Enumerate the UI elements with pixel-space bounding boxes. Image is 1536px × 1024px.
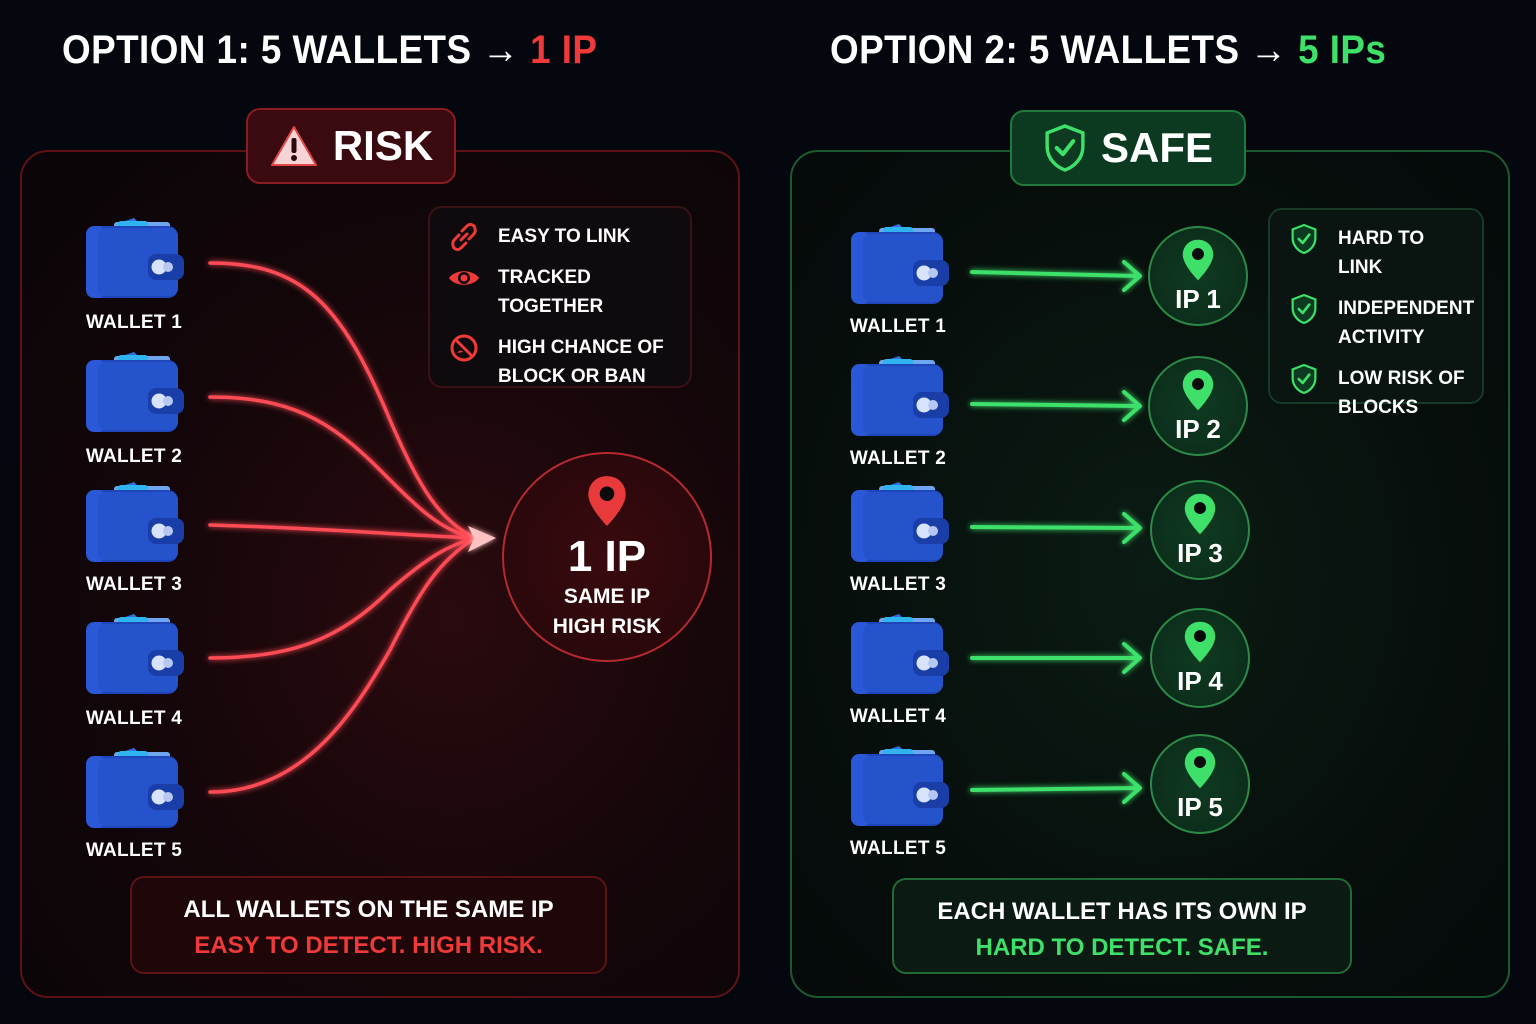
ip-label: IP 4	[1177, 665, 1223, 696]
wallet-2	[849, 354, 949, 443]
wallet-icon	[86, 748, 184, 828]
location-pin-icon	[588, 476, 626, 526]
wallet-3	[849, 480, 949, 569]
broken-link-icon	[446, 222, 482, 251]
safe-summary: EACH WALLET HAS ITS OWN IP HARD TO DETEC…	[892, 878, 1352, 974]
wallet-5	[849, 744, 949, 833]
wallet-label: WALLET 3	[85, 574, 183, 595]
warning-triangle-icon	[270, 126, 317, 166]
wallet-icon	[86, 352, 184, 432]
wallet-label: WALLET 2	[849, 448, 947, 469]
wallet-icon	[851, 746, 949, 826]
location-pin-icon	[1184, 747, 1216, 788]
wallet-2	[84, 350, 184, 439]
wallet-label: WALLET 3	[849, 574, 947, 595]
ip-node-5: IP 5	[1150, 734, 1250, 834]
wallet-5	[84, 746, 184, 835]
wallet-4	[84, 612, 184, 701]
info-item: EASY TO LINK	[446, 222, 674, 251]
info-text: INDEPENDENT ACTIVITY	[1338, 298, 1475, 348]
location-pin-icon	[1182, 239, 1214, 280]
convergence-arrows	[208, 261, 496, 794]
wallet-1	[84, 216, 184, 305]
risk-badge: RISK	[246, 108, 456, 184]
wallet-label: WALLET 1	[85, 312, 183, 333]
safe-info-box: HARD TO LINK INDEPENDENT ACTIVITY LOW RI…	[1268, 208, 1484, 418]
shared-ip-line2: HIGH RISK	[552, 615, 662, 638]
wallet-icon	[86, 614, 184, 694]
info-text: EASY TO LINK	[498, 226, 631, 247]
wallet-icon	[851, 614, 949, 694]
ip-node-1: IP 1	[1148, 226, 1248, 326]
wallet-icon	[851, 224, 949, 304]
option2-title: OPTION 2: 5 WALLETS → 5 IPs	[830, 28, 1386, 73]
option1-title-highlight: 1 IP	[530, 28, 598, 72]
wallet-icon	[86, 218, 184, 298]
shared-ip-value: 1 IP	[567, 532, 647, 581]
wallet-4	[849, 612, 949, 701]
location-pin-icon	[1184, 621, 1216, 662]
safe-summary-line2: HARD TO DETECT. SAFE.	[975, 934, 1269, 961]
location-pin-icon	[1182, 369, 1214, 410]
wallet-label: WALLET 4	[849, 706, 947, 727]
wallet-label: WALLET 2	[85, 446, 183, 467]
arrow-head-icon	[468, 526, 496, 552]
wallet-icon	[851, 356, 949, 436]
info-item: TRACKED TOGETHER	[446, 263, 674, 321]
eye-icon	[446, 263, 482, 292]
ip-node-4: IP 4	[1150, 608, 1250, 708]
wallet-label: WALLET 1	[849, 316, 947, 337]
shield-check-icon	[1286, 293, 1322, 324]
ip-label: IP 2	[1175, 413, 1221, 444]
shield-check-icon	[1286, 223, 1322, 254]
safe-badge-label: SAFE	[1100, 124, 1213, 171]
info-item: HIGH CHANCE OF BLOCK OR BAN	[446, 333, 674, 391]
ip-node-3: IP 3	[1150, 480, 1250, 580]
wallet-label: WALLET 5	[85, 840, 183, 861]
wallet-label: WALLET 5	[849, 838, 947, 859]
wallet-1	[849, 222, 949, 311]
shield-check-icon	[1286, 363, 1322, 394]
wallet-icon	[851, 482, 949, 562]
safe-badge: SAFE	[1010, 110, 1246, 186]
info-item: INDEPENDENT ACTIVITY	[1286, 293, 1474, 352]
risk-info-box: EASY TO LINK TRACKED TOGETHER HIGH CHANC…	[428, 206, 692, 388]
wallet-3	[84, 480, 184, 569]
shared-ip-node: 1 IP SAME IP HIGH RISK	[502, 452, 712, 662]
risk-badge-label: RISK	[332, 122, 434, 169]
risk-summary-line2: EASY TO DETECT. HIGH RISK.	[194, 932, 543, 959]
info-text: HARD TO LINK	[1338, 228, 1425, 278]
wallet-label: WALLET 4	[85, 708, 183, 729]
ip-node-2: IP 2	[1148, 356, 1248, 456]
info-text: HIGH CHANCE OF BLOCK OR BAN	[498, 337, 664, 387]
ip-label: IP 5	[1177, 791, 1223, 822]
shared-ip-line1: SAME IP	[563, 585, 651, 608]
option1-title: OPTION 1: 5 WALLETS → 1 IP	[62, 28, 597, 73]
option2-title-highlight: 5 IPs	[1298, 28, 1387, 72]
risk-summary: ALL WALLETS ON THE SAME IP EASY TO DETEC…	[130, 876, 607, 974]
info-text: TRACKED TOGETHER	[498, 267, 604, 317]
info-item: HARD TO LINK	[1286, 223, 1466, 282]
info-item: LOW RISK OF BLOCKS	[1286, 363, 1466, 422]
ip-label: IP 3	[1177, 537, 1223, 568]
option1-title-prefix: OPTION 1: 5 WALLETS →	[62, 28, 531, 72]
ban-icon	[446, 333, 482, 362]
direct-arrows	[970, 260, 1142, 804]
safe-summary-line1: EACH WALLET HAS ITS OWN IP	[937, 898, 1307, 925]
location-pin-icon	[1184, 493, 1216, 534]
risk-summary-line1: ALL WALLETS ON THE SAME IP	[183, 896, 554, 923]
wallet-icon	[86, 482, 184, 562]
ip-label: IP 1	[1175, 283, 1221, 314]
info-text: LOW RISK OF BLOCKS	[1338, 368, 1465, 418]
option2-title-prefix: OPTION 2: 5 WALLETS →	[830, 28, 1299, 72]
